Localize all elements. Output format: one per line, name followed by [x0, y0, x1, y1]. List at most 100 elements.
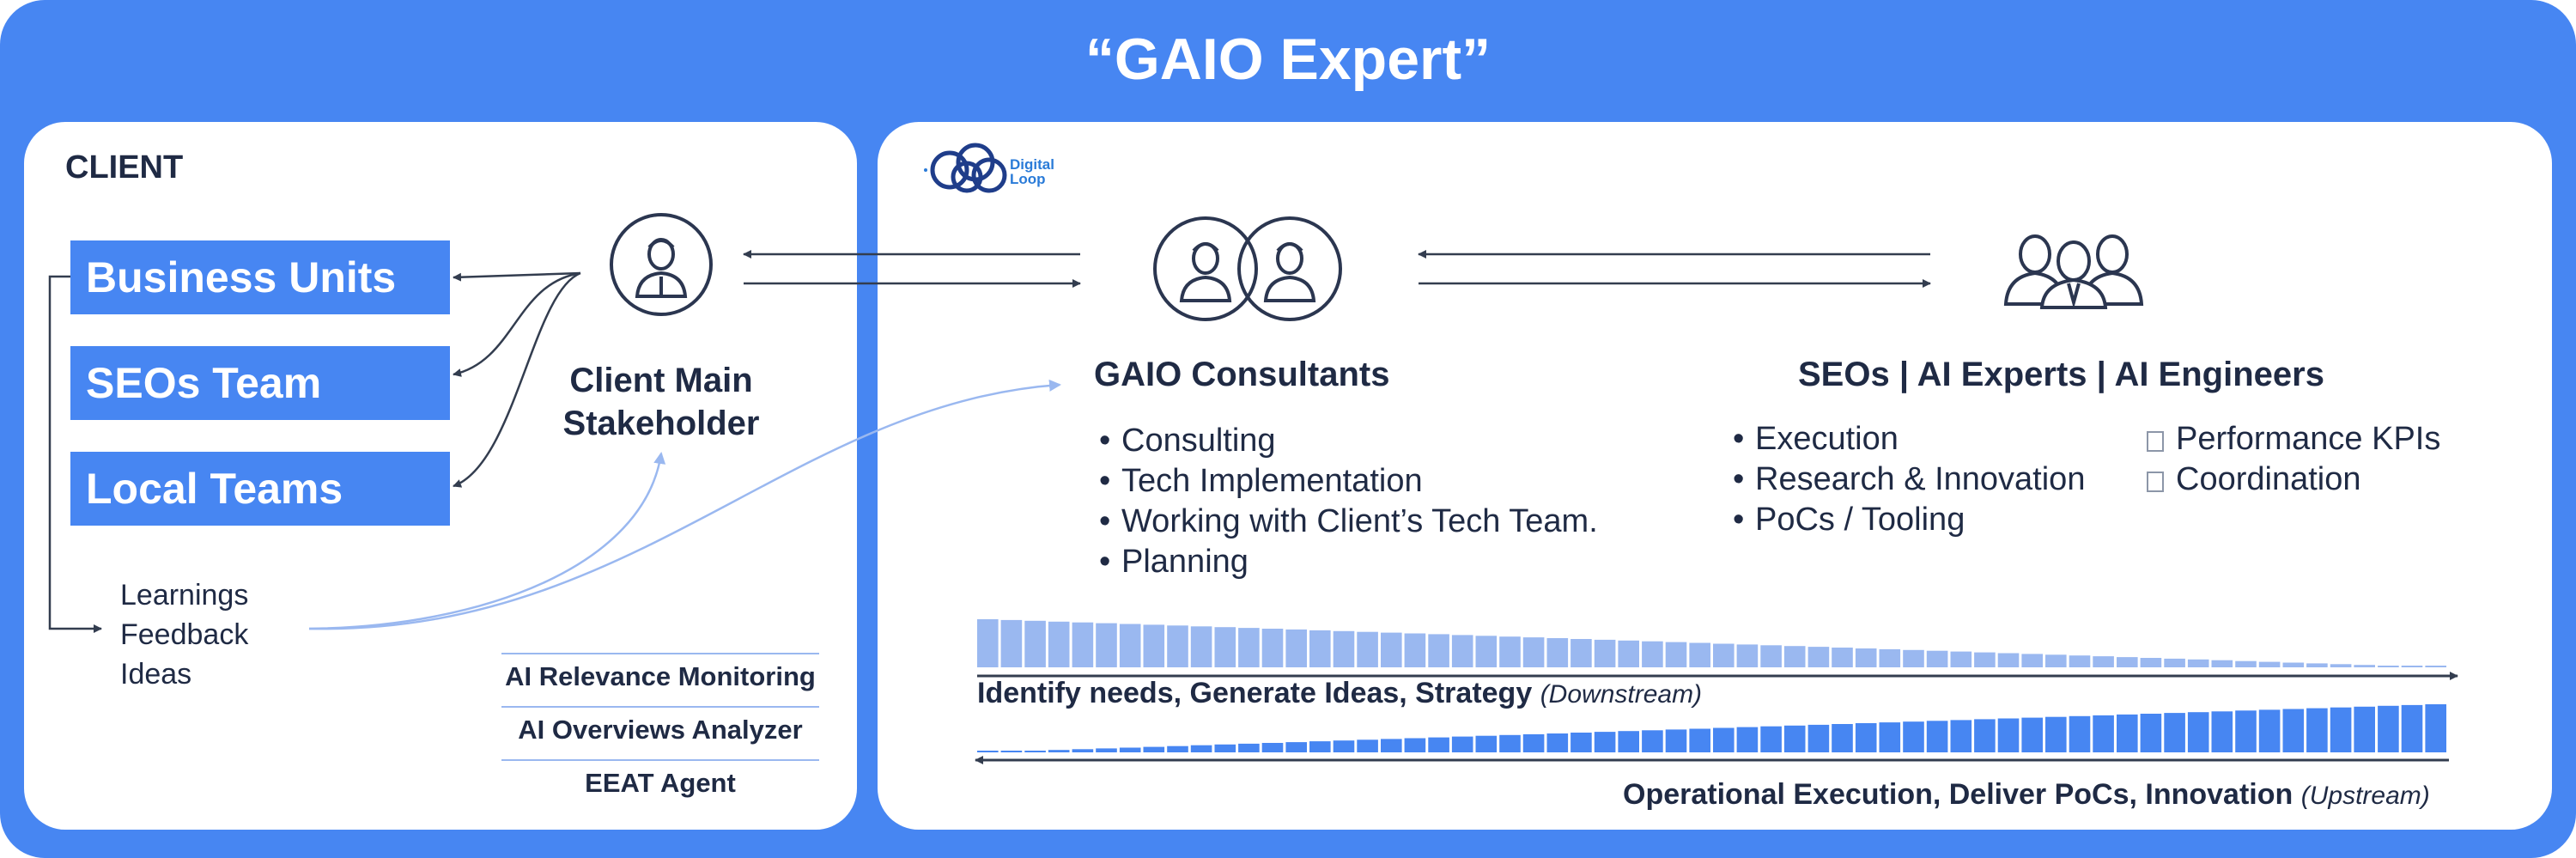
downstream-bar — [1571, 639, 1592, 667]
upstream-bar — [1642, 730, 1663, 752]
experts-list-left: •Execution •Research & Innovation •PoCs … — [1733, 419, 2085, 540]
logo-line-2: Loop — [1010, 171, 1046, 187]
page-title: “GAIO Expert” — [1084, 27, 1492, 92]
downstream-bars — [977, 619, 2446, 667]
upstream-bar — [2330, 707, 2352, 752]
downstream-bar — [1642, 641, 1663, 667]
upstream-bar — [2187, 712, 2209, 752]
stakeholder-line-1: Client Main — [569, 362, 753, 399]
upstream-text: Operational Execution, Deliver PoCs, Inn… — [1623, 778, 2293, 811]
downstream-bar — [1451, 635, 1473, 667]
tool-ai-relevance-monitoring: AI Relevance Monitoring — [505, 661, 816, 691]
gaio-consultants-title: GAIO Consultants — [1094, 356, 1390, 393]
downstream-bar — [1475, 636, 1498, 667]
logo-line-1: Digital — [1010, 156, 1054, 173]
downstream-bar — [2235, 660, 2257, 667]
downstream-bar — [1522, 637, 1545, 667]
downstream-bar — [1760, 645, 1782, 667]
downstream-bar — [2045, 654, 2067, 667]
list-item-text: Consulting — [1121, 423, 1276, 459]
list-item: •Tech Implementation — [1099, 463, 1423, 499]
upstream-bar — [1950, 720, 1972, 752]
upstream-bar — [1357, 739, 1378, 752]
downstream-bar — [1357, 631, 1378, 667]
downstream-bar — [1879, 648, 1901, 667]
downstream-bar — [1000, 619, 1023, 667]
upstream-bar — [1024, 751, 1046, 752]
upstream-bar — [1167, 745, 1188, 752]
tool-ai-overviews-analyzer: AI Overviews Analyzer — [518, 715, 803, 745]
upstream-bar — [1903, 721, 1924, 752]
seos-team-box: SEOs Team — [70, 346, 450, 420]
downstream-bar — [1190, 626, 1212, 667]
downstream-bar — [1546, 638, 1569, 667]
client-label: CLIENT — [65, 149, 184, 186]
upstream-bar — [2140, 714, 2162, 752]
downstream-bar — [2378, 666, 2399, 667]
downstream-bar — [2425, 666, 2446, 667]
upstream-bar — [977, 751, 999, 752]
list-item-text: Working with Client’s Tech Team. — [1121, 503, 1598, 539]
consultants-list: •Consulting •Tech Implementation •Workin… — [1099, 421, 1598, 582]
upstream-bar — [2378, 705, 2399, 752]
downstream-bar — [1903, 649, 1924, 667]
upstream-bar — [2258, 709, 2281, 752]
tool-divider-3 — [501, 759, 819, 761]
downstream-bar — [2282, 662, 2305, 667]
downstream-bar — [2354, 665, 2375, 667]
downstream-bar — [1428, 634, 1449, 667]
upstream-bar — [1475, 735, 1498, 752]
downstream-bar — [2306, 663, 2328, 667]
downstream-bar — [2069, 655, 2091, 667]
downstream-bar — [1832, 648, 1853, 667]
downstream-bar — [1167, 625, 1188, 667]
upstream-bar — [1760, 726, 1782, 752]
downstream-bar — [1381, 632, 1402, 667]
list-item: •Execution — [1733, 421, 1899, 457]
feedback-learnings: Learnings — [120, 579, 249, 612]
upstream-bar — [1997, 718, 2020, 752]
downstream-bar — [1072, 622, 1094, 667]
list-item-text: Research & Innovation — [1755, 461, 2086, 497]
arrow-to-business-units — [453, 271, 581, 282]
upstream-bar — [1546, 733, 1569, 752]
upstream-bar — [1618, 731, 1639, 752]
tool-divider-2 — [501, 706, 819, 708]
upstream-bar — [1736, 727, 1759, 752]
downstream-bar — [2187, 659, 2209, 667]
list-item-text: Execution — [1755, 421, 1899, 457]
upstream-bar — [2045, 716, 2067, 752]
upstream-bar — [1451, 736, 1473, 752]
upstream-tag: (Upstream) — [2300, 782, 2430, 810]
upstream-bar — [2093, 715, 2114, 752]
downstream-bar — [1855, 648, 1877, 667]
digital-loop-logo — [924, 143, 1007, 193]
upstream-bar — [1000, 751, 1023, 752]
upstream-bar — [1381, 739, 1402, 752]
downstream-bar — [2021, 654, 2043, 667]
feedback-list: Learnings Feedback Ideas — [120, 575, 248, 694]
upstream-bar — [1048, 750, 1070, 752]
downstream-bar — [1736, 644, 1759, 667]
upstream-bar — [2235, 710, 2257, 752]
upstream-bar — [1190, 745, 1212, 752]
upstream-bar — [1285, 742, 1307, 752]
downstream-bar — [1618, 640, 1639, 667]
list-item-text: Performance KPIs — [2176, 421, 2441, 457]
downstream-bar — [977, 619, 999, 667]
upstream-bar — [1713, 727, 1735, 752]
feedback-to-consultants-curve — [308, 379, 1061, 630]
downstream-bar — [1499, 636, 1521, 667]
upstream-bar — [1214, 744, 1236, 752]
upstream-bar — [1974, 719, 1996, 752]
upstream-bar — [1333, 740, 1355, 752]
list-item: •Consulting — [1099, 423, 1276, 459]
stakeholder-line-2: Stakeholder — [562, 405, 760, 442]
upstream-bar — [1855, 723, 1877, 752]
box-bullet-icon — [2147, 472, 2164, 492]
downstream-bar — [1807, 647, 1830, 667]
downstream-label: Identify needs, Generate Ideas, Strategy… — [977, 677, 1702, 710]
upstream-bar — [2117, 714, 2138, 752]
box-bullet-icon — [2147, 431, 2164, 452]
